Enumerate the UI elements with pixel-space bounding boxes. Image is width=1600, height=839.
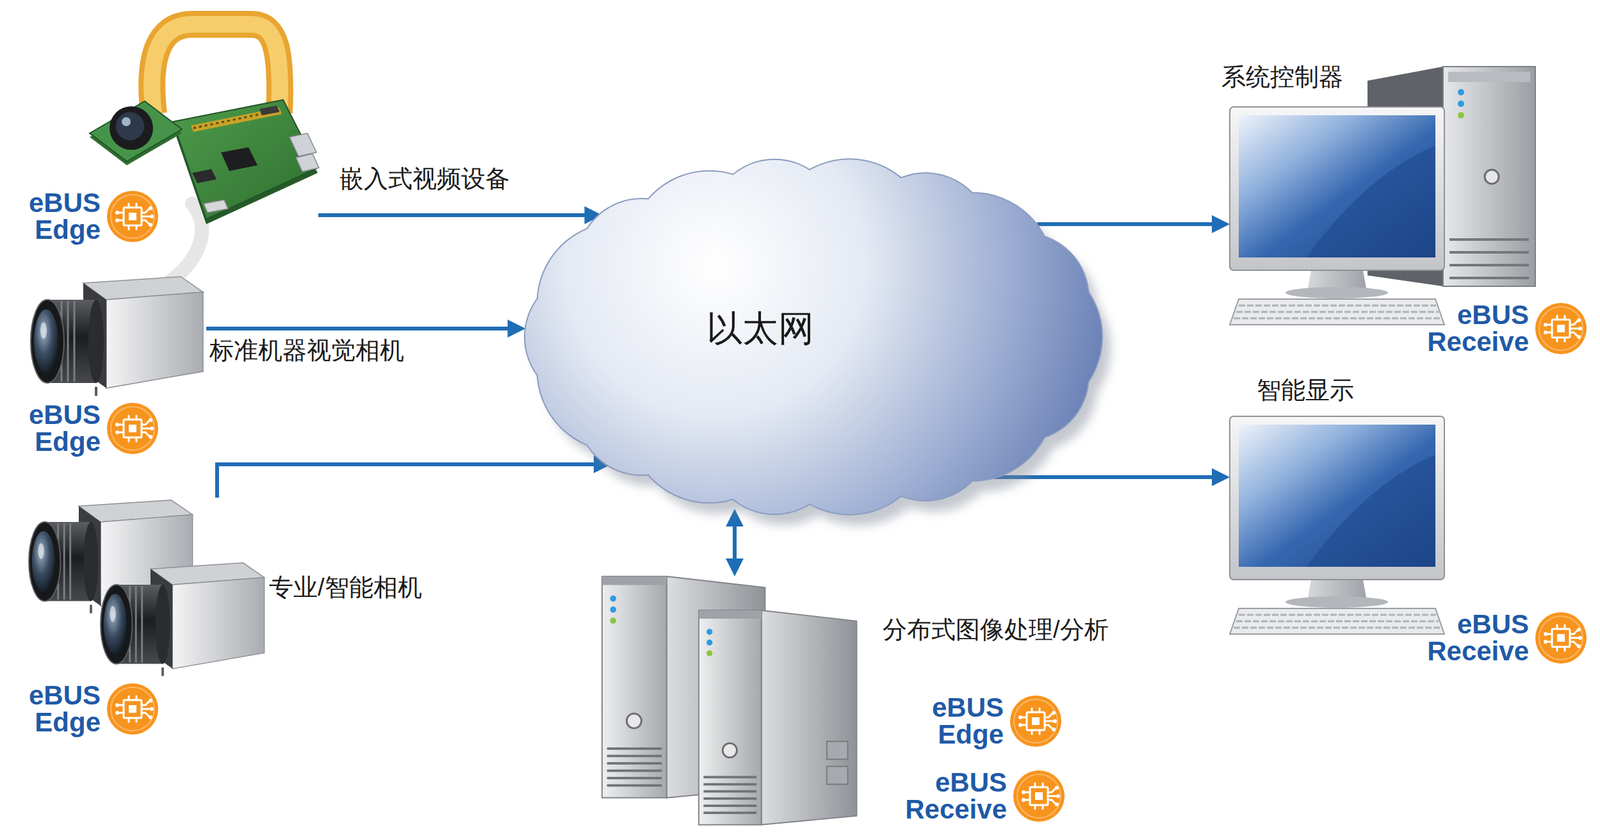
- ebus-icon: [106, 683, 159, 735]
- cloud-shape: [595, 222, 1032, 452]
- device-label: 标准机器视觉相机: [209, 336, 405, 366]
- device-node: 分布式图像处理/分析: [602, 576, 868, 827]
- device-label: 嵌入式视频设备: [339, 164, 510, 195]
- embedded-board: [151, 24, 280, 115]
- device-node: 嵌入式视频设备: [81, 12, 319, 225]
- network-cloud: 以太网: [525, 158, 1102, 516]
- device-label: 分布式图像处理/分析: [882, 615, 1109, 645]
- camera-module: [121, 117, 131, 127]
- server-tower: [698, 610, 857, 825]
- embedded-board: [289, 133, 317, 157]
- camera-module: [115, 112, 145, 141]
- embedded-board: [192, 169, 217, 184]
- ebus-icon: [106, 190, 159, 243]
- product-logo-text: eBUS Edge: [28, 682, 101, 736]
- embedded-board: [167, 203, 202, 284]
- embedded-board: [151, 24, 280, 115]
- cloud-shape: [534, 171, 1111, 526]
- embedded-board: [295, 153, 319, 172]
- ebus-icon: [106, 402, 159, 455]
- ebus-icon: [1013, 770, 1065, 822]
- machine-vision-camera: [30, 276, 204, 396]
- embedded-board: [203, 199, 229, 213]
- device-node: 系统控制器: [1229, 102, 1538, 327]
- connector-arrow: [1036, 222, 1216, 227]
- cloud-shape: [525, 159, 1102, 514]
- device-label: 智能显示: [1256, 375, 1355, 406]
- cloud-shape: [595, 222, 1032, 452]
- ebus-icon: [1535, 612, 1587, 664]
- embedded-board: [172, 99, 318, 220]
- connector-arrow: [217, 464, 598, 498]
- camera-module: [109, 106, 154, 150]
- embedded-board: [151, 24, 319, 284]
- device-label: 系统控制器: [1221, 62, 1344, 93]
- embedded-board: [220, 147, 258, 172]
- product-logo-text: eBUS Edge: [28, 189, 101, 244]
- product-logo-text: eBUS Receive: [1427, 611, 1529, 665]
- connector-arrow: [732, 522, 737, 563]
- display-monitor: [1229, 416, 1445, 635]
- product-logo-text: eBUS Edge: [28, 401, 101, 456]
- connector-arrow: [206, 326, 512, 331]
- cloud-shape: [525, 159, 1102, 514]
- camera-module: [89, 101, 182, 166]
- network-label: 以太网: [706, 306, 815, 350]
- device-node: 专业/智能相机: [18, 497, 269, 684]
- device-label: 专业/智能相机: [269, 573, 423, 603]
- ebus-icon: [1010, 695, 1062, 747]
- controller-monitor: [1229, 106, 1445, 325]
- ebus-icon: [1535, 302, 1587, 355]
- device-node: 智能显示: [1229, 413, 1445, 635]
- embedded-board: [259, 105, 280, 116]
- product-logo-text: eBUS Edge: [931, 694, 1004, 749]
- connector-arrow: [318, 213, 588, 218]
- product-logo-text: eBUS Receive: [1427, 301, 1529, 356]
- camera-module: [89, 101, 182, 162]
- product-logo-text: eBUS Receive: [905, 769, 1007, 824]
- device-node: 标准机器视觉相机: [20, 275, 207, 394]
- smart-camera: [100, 563, 265, 677]
